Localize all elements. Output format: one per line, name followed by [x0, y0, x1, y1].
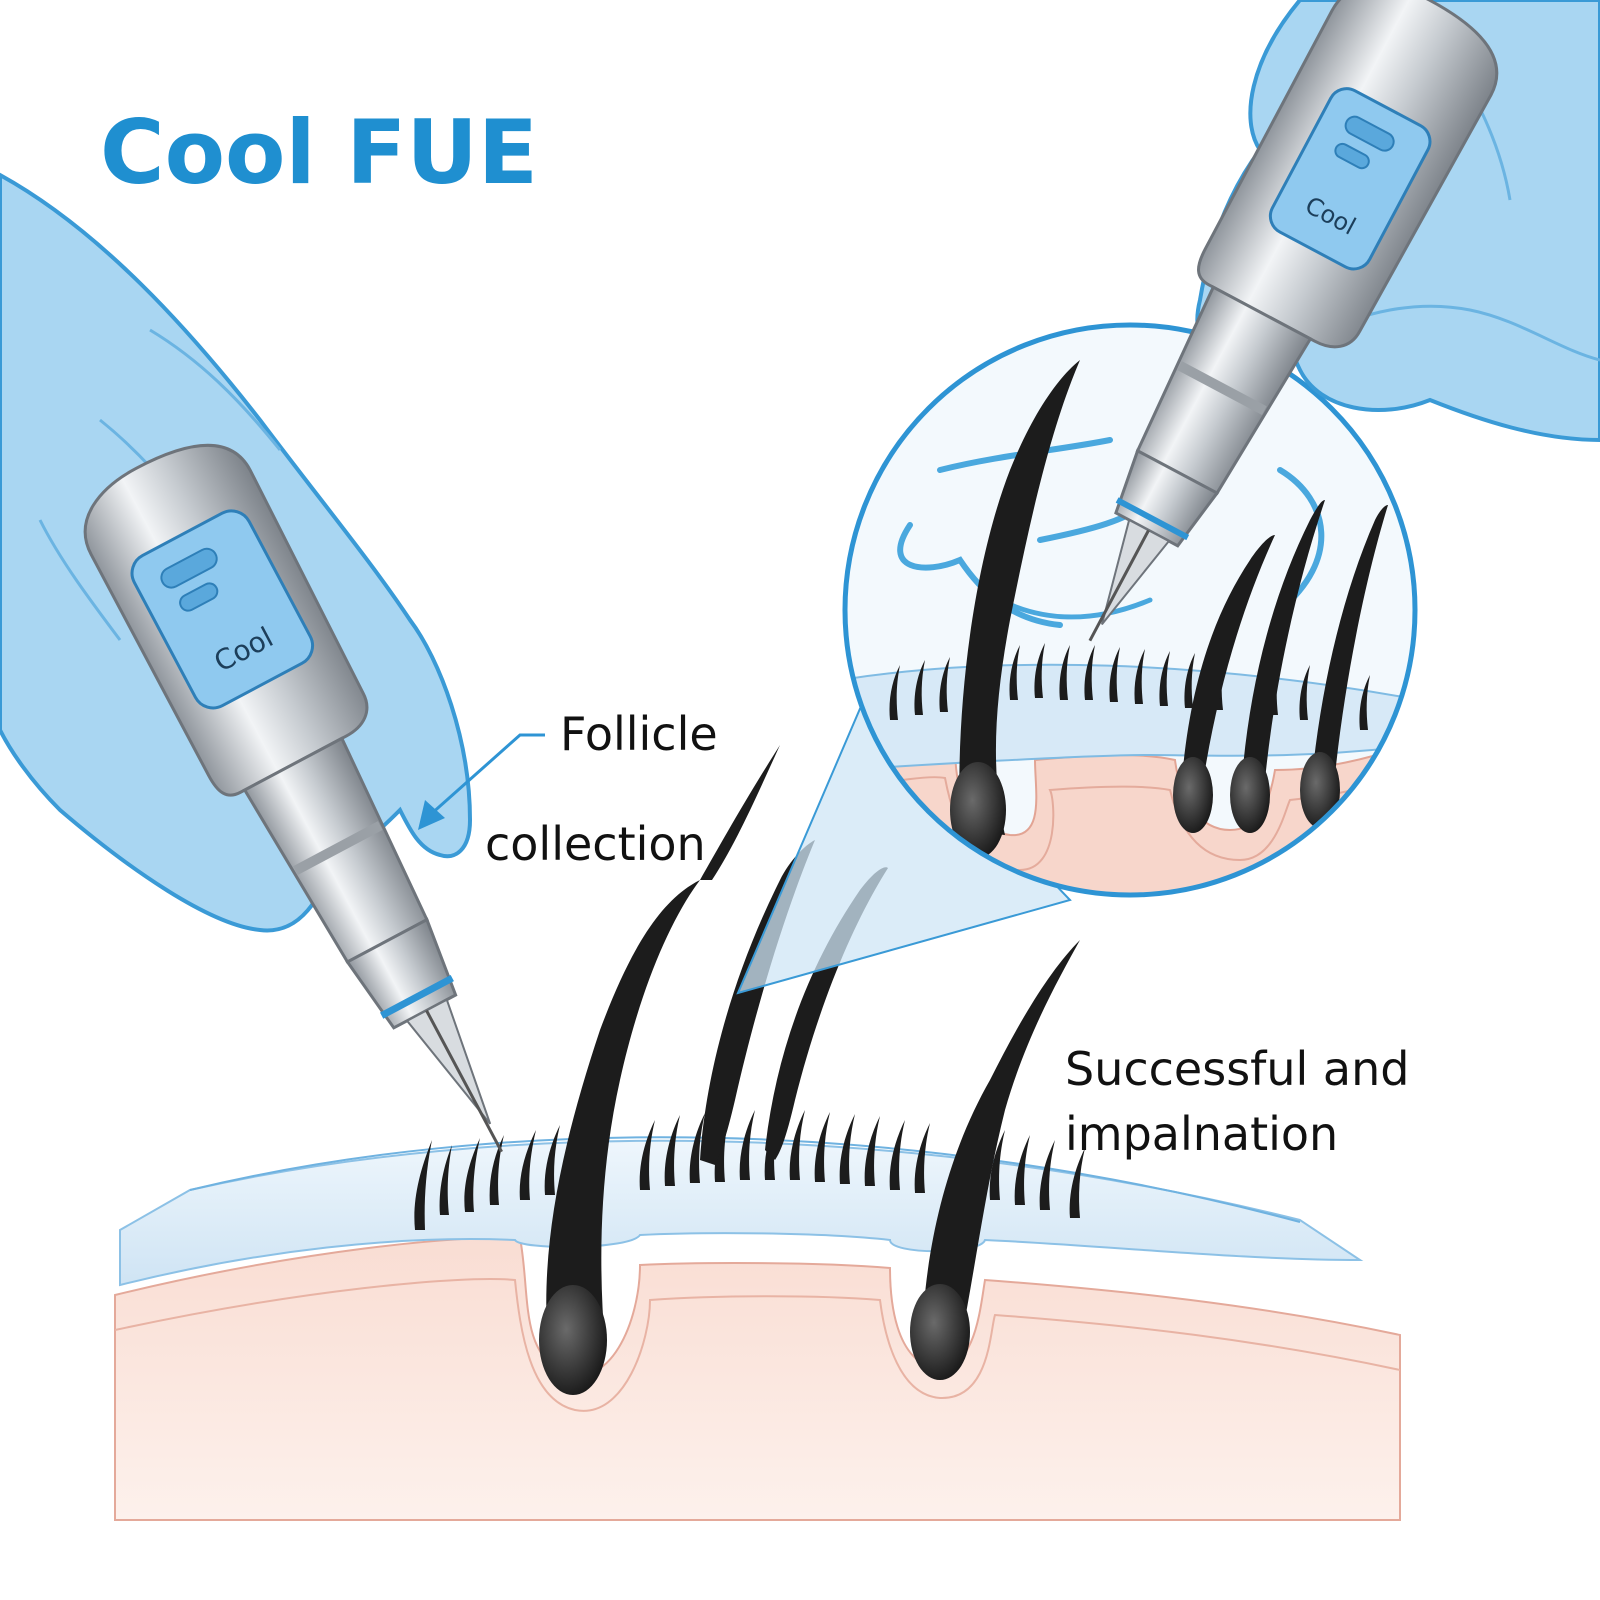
label-successful-line1: Successful and	[1065, 1042, 1409, 1096]
left-cool-badge	[130, 509, 315, 710]
follicle-bulb-right	[910, 1284, 970, 1380]
dermis-layer	[114, 1236, 1401, 1521]
skin-cross-section	[114, 1136, 1401, 1521]
right-fue-device: Cool	[1088, 0, 1499, 642]
label-follicle: Follicle	[560, 707, 718, 761]
follicle-bulb-left	[539, 1285, 607, 1395]
label-successful-line2: impalnation	[1065, 1107, 1338, 1161]
extracted-follicle-hair	[546, 880, 700, 1345]
follicle-callout	[418, 733, 545, 830]
magnified-view	[736, 322, 1418, 995]
label-collection: collection	[485, 817, 706, 871]
callout-arrow-line	[429, 733, 545, 817]
left-fue-device: Cool	[83, 443, 503, 1153]
magnifier-circle	[842, 322, 1418, 898]
callout-arrow-icon	[418, 800, 445, 830]
diagram-title: Cool FUE	[100, 101, 538, 204]
implanted-follicle-hair	[922, 940, 1080, 1345]
long-hairs-main	[539, 745, 1080, 1395]
dermis-inner-line	[114, 1278, 1401, 1412]
